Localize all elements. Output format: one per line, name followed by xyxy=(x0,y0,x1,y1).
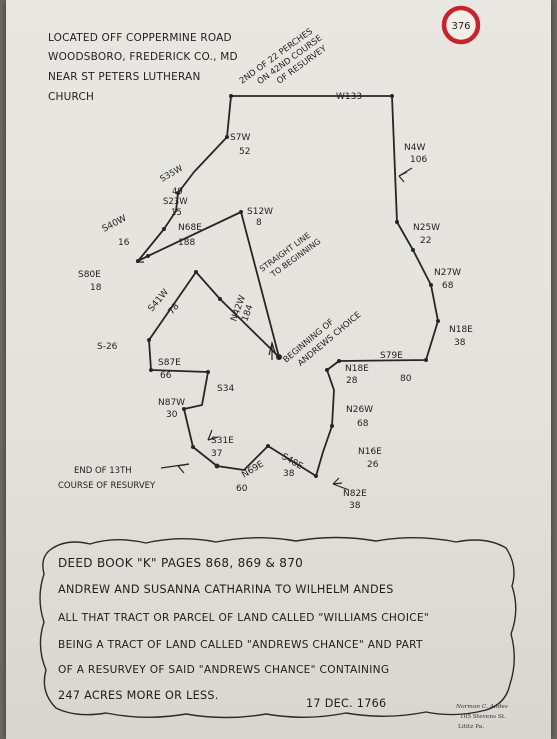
end-annotation: END OF 13TH COURSE OF RESURVEY xyxy=(58,466,156,491)
deed-tract-line: ALL THAT TRACT OR PARCEL OF LAND CALLED … xyxy=(58,612,430,624)
course-s26: S-26 xyxy=(97,342,118,352)
course-n4w: N4W xyxy=(404,143,425,153)
course-s80e: S80E xyxy=(78,270,101,280)
deed-land-line: BEING A TRACT OF LAND CALLED "ANDREWS CH… xyxy=(58,639,423,651)
deed-resurvey-line: OF A RESURVEY OF SAID "ANDREWS CHANCE" C… xyxy=(58,664,390,676)
page-number: 376 xyxy=(451,21,470,32)
course-s40w: S40W xyxy=(101,214,129,235)
location-line-4: CHURCH xyxy=(48,91,95,103)
course-s87e-len: 66 xyxy=(160,371,172,381)
course-n25w-len: 22 xyxy=(420,236,431,246)
course-s23w: S23W xyxy=(163,197,188,207)
property-survey-map: 376 xyxy=(39,5,517,719)
signature-address: 105 Stevens St. xyxy=(460,714,507,720)
course-n82e: N82E xyxy=(343,489,367,499)
tract-boundary xyxy=(137,95,439,477)
course-n18e-b-len: 28 xyxy=(346,376,358,386)
course-w133: W133 xyxy=(336,92,362,102)
course-n18e-b: N18E xyxy=(345,364,369,374)
page-number-stamp: 376 xyxy=(441,5,481,45)
course-n82e-len: 38 xyxy=(349,501,361,511)
deed-cloud-border xyxy=(39,536,517,719)
course-labels: W133 N4W 106 N25W 22 N27W 68 N18E 38 S79… xyxy=(78,92,473,511)
course-n16e: N16E xyxy=(358,447,382,457)
deed-date: 17 DEC. 1766 xyxy=(306,697,387,710)
deed-acres-line: 247 ACRES MORE OR LESS. xyxy=(58,689,219,702)
course-s35w: S35W xyxy=(159,163,186,184)
vertex-markers xyxy=(136,94,440,478)
course-s40w-len: 16 xyxy=(118,238,130,248)
signature-city: Lititz Pa. xyxy=(458,724,485,730)
course-n26w: N26W xyxy=(346,405,373,415)
course-s87e: S87E xyxy=(158,358,181,368)
location-line-1: LOCATED OFF COPPERMINE ROAD xyxy=(48,32,232,44)
course-s34: S34 xyxy=(217,384,234,394)
location-line-2: WOODSBORO, FREDERICK CO., MD xyxy=(48,51,238,63)
course-n87w: N87W xyxy=(158,398,185,408)
course-s79e-len: 80 xyxy=(400,374,412,384)
direction-arrows xyxy=(136,167,413,491)
course-n18e-a: N18E xyxy=(449,325,473,335)
location-line-3: NEAR ST PETERS LUTHERAN xyxy=(48,71,201,83)
document-sheet: LOCATED OFF COPPERMINE ROAD WOODSBORO, F… xyxy=(6,0,551,739)
course-s48e-len: 38 xyxy=(283,469,295,479)
course-n68e: N68E xyxy=(178,223,202,233)
course-s7w-len: 52 xyxy=(239,147,250,157)
course-n27w-len: 68 xyxy=(442,281,454,291)
course-n87w-len: 30 xyxy=(166,410,178,420)
course-s31e: S31E xyxy=(211,436,234,446)
course-s31e-len: 37 xyxy=(211,449,222,459)
course-n25w: N25W xyxy=(413,223,440,233)
course-n69e-len: 60 xyxy=(236,484,248,494)
deed-book-line: DEED BOOK "K" PAGES 868, 869 & 870 xyxy=(58,556,304,570)
svg-text:COURSE OF RESURVEY: COURSE OF RESURVEY xyxy=(58,481,156,491)
course-n26w-len: 68 xyxy=(357,419,369,429)
straight-line-annotation: STRAIGHT LINE TO BEGINNING xyxy=(258,231,323,280)
course-s23w-len: 15 xyxy=(171,208,182,218)
signature-name: Norman C. Andes xyxy=(456,704,508,710)
deed-parties-line: ANDREW AND SUSANNA CATHARINA TO WILHELM … xyxy=(58,583,394,596)
svg-text:END OF 13TH: END OF 13TH xyxy=(74,466,132,476)
course-s80e-len: 18 xyxy=(90,283,102,293)
top-annotation: 2ND OF 22 PERCHES ON 42ND COURSE OF RESU… xyxy=(238,27,329,87)
course-n18e-a-len: 38 xyxy=(454,338,466,348)
course-n68e-len: 188 xyxy=(178,238,195,248)
course-s79e: S79E xyxy=(380,351,403,361)
course-n16e-len: 26 xyxy=(367,460,379,470)
course-n27w: N27W xyxy=(434,268,461,278)
course-s12w-len: 8 xyxy=(256,218,262,228)
course-s35w-len: 49 xyxy=(172,187,183,197)
course-s41w-len: 78 xyxy=(167,302,182,317)
course-n69e: N69E xyxy=(240,459,266,480)
course-s12w: S12W xyxy=(247,207,273,217)
course-n4w-len: 106 xyxy=(410,155,427,165)
course-s7w: S7W xyxy=(230,133,250,143)
